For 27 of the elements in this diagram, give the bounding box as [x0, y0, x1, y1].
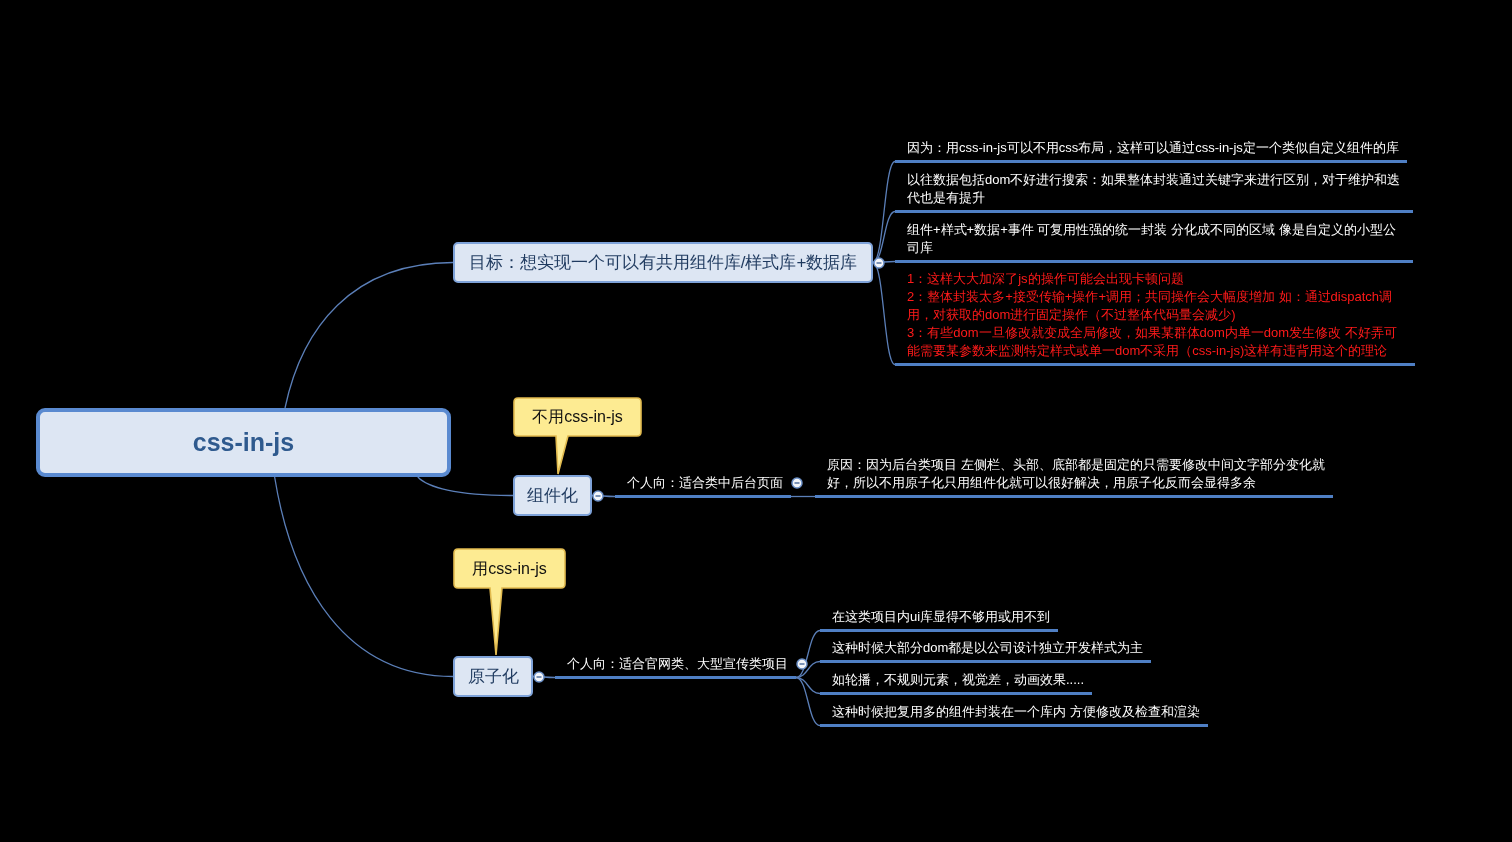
list-item-text: 2：整体封装太多+接受传输+操作+调用；共同操作会大幅度增加 如：通过dispatch调用，对获取的dom进行固定操作（不过整体代码量会减少)	[907, 288, 1394, 324]
topic-box: 目标：想实现一个可以有共用组件库/样式库+数据库	[453, 242, 873, 283]
branch-line	[274, 476, 454, 678]
list-item-text: 3：有些dom一旦修改就变成全局修改，如果某群体dom内单一dom发生修改 不好弄可能需要某参数来监测特定样式或单一dom不采用（css-in-js)这样有违背用这个的理论	[907, 324, 1398, 360]
topic-box: 原子化	[453, 656, 533, 697]
branch-line	[417, 476, 514, 497]
underlined-topic: 这种时候大部分dom都是以公司设计独立开发样式为主	[820, 637, 1152, 663]
central-topic-box: css-in-js	[36, 408, 451, 477]
branch-line	[795, 676, 821, 695]
callout-bubble: 不用css-in-js	[513, 397, 642, 475]
branch-line	[284, 261, 454, 409]
underlined-topic: 个人向：适合官网类、大型宣传类项目	[555, 653, 796, 679]
underlined-topic: 组件+样式+数据+事件 可复用性强的统一封装 分化成不同的区域 像是自定义的小型公司库	[895, 219, 1413, 263]
underlined-topic: 个人向：适合类中后台页面	[615, 472, 791, 498]
branch-line	[795, 629, 821, 679]
callout-bubble: 用css-in-js	[453, 548, 566, 656]
underlined-topic: 因为：用css-in-js可以不用css布局，这样可以通过css-in-js定一个类似自定义组件的库	[895, 137, 1407, 163]
underlined-topic: 以往数据包括dom不好进行搜索：如果整体封装通过关键字来进行区别，对于维护和迭代也是有提升	[895, 169, 1413, 213]
topic-box: 组件化	[513, 475, 592, 516]
branch-line	[795, 676, 821, 727]
branch-line	[795, 660, 821, 679]
list-item-text: 1：这样大大加深了js的操作可能会出现卡顿问题	[907, 270, 1185, 288]
underlined-topic: 原因：因为后台类项目 左侧栏、头部、底部都是固定的只需要修改中间文字部分变化就好，所以不用原子化只用组件化就可以很好解决，用原子化反而会显得多余	[815, 454, 1333, 498]
underlined-topic: 在这类项目内ui库显得不够用或用不到	[820, 606, 1059, 632]
branch-line	[790, 495, 816, 498]
underlined-topic: 这种时候把复用多的组件封装在一个库内 方便修改及检查和渲染	[820, 701, 1208, 727]
underlined-topic: 如轮播，不规则元素，视觉差，动画效果.....	[820, 669, 1093, 695]
